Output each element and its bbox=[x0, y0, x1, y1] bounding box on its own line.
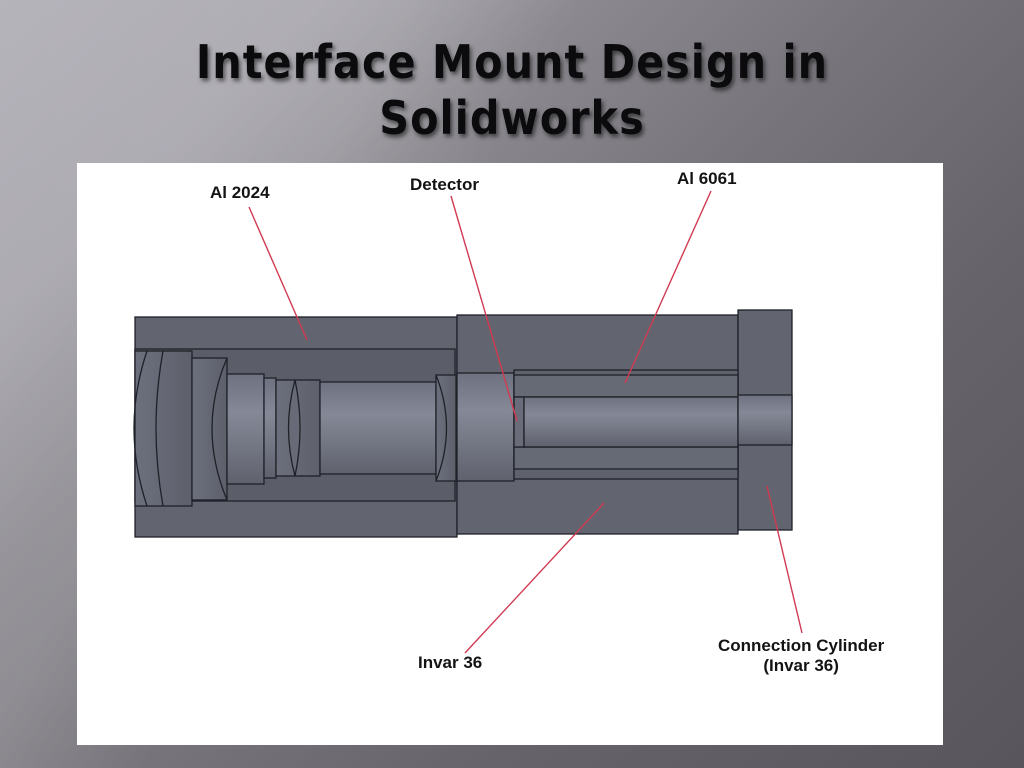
cad-assembly-drawing bbox=[133, 190, 803, 654]
callout-leaders bbox=[248, 190, 803, 654]
callout-connection-line-1: Connection Cylinder bbox=[718, 636, 885, 655]
callout-al6061: Al 6061 bbox=[677, 169, 737, 188]
callout-al2024: Al 2024 bbox=[210, 183, 270, 202]
cad-figure-panel: Al 2024 Detector Al 6061 Invar 36 Connec… bbox=[77, 163, 943, 745]
slide-title-line-1: Interface Mount Design in bbox=[195, 35, 829, 89]
callout-connection-cylinder: Connection Cylinder (Invar 36) bbox=[718, 636, 884, 676]
slide-title-line-2: Solidworks bbox=[379, 91, 645, 145]
callout-detector: Detector bbox=[410, 175, 479, 194]
callout-invar36: Invar 36 bbox=[418, 653, 483, 672]
slide-title: Interface Mount Design in Solidworks bbox=[0, 34, 1024, 146]
callout-connection-line-2: (Invar 36) bbox=[763, 656, 839, 675]
